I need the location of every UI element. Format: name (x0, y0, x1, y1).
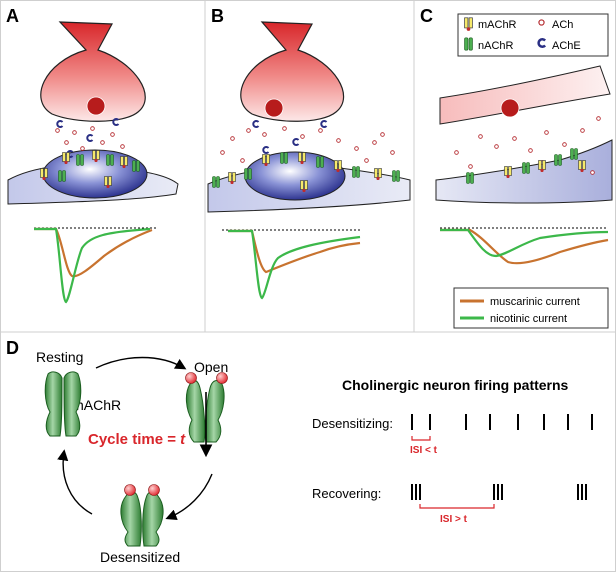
firing-patterns: Cholinergic neuron firing patterns Desen… (312, 377, 593, 525)
ach-legend-icon (538, 19, 545, 26)
panel-a-synapse (7, 21, 179, 304)
legend-ach: ACh (552, 19, 573, 31)
receptor-cycle: Resting Open Desensitized nAChR Cycle t (36, 349, 228, 565)
arrow-resting-to-open (95, 356, 187, 370)
muscarinic-trace-b (228, 229, 361, 274)
isi-greater-label: ISI > t (440, 514, 468, 525)
legend-muscarinic: muscarinic current (490, 296, 580, 308)
panel-label-c: C (420, 6, 433, 26)
muscarinic-trace-a (34, 227, 153, 278)
legend-machr: mAChR (478, 19, 517, 31)
desensitized-receptor (120, 484, 164, 547)
current-legend: muscarinic current nicotinic current (453, 287, 609, 329)
legend-ache: AChE (552, 40, 581, 52)
desensitizing-label: Desensitizing: (312, 416, 393, 431)
arrow-open-to-desensitized (165, 473, 213, 521)
nicotinic-trace-a (34, 227, 151, 304)
ach-bound-right-desensitized (148, 484, 160, 496)
panel-b-synapse (207, 21, 411, 300)
vesicle-cluster-c (500, 98, 520, 118)
panel-c-synapse (435, 65, 613, 265)
presynaptic-terminal-b (240, 21, 345, 122)
state-open-label: Open (194, 359, 228, 375)
firing-patterns-title: Cholinergic neuron firing patterns (342, 377, 569, 393)
state-resting-label: Resting (36, 349, 83, 365)
receptor-legend: mAChR ACh nAChR AChE (457, 13, 609, 57)
panel-label-b: B (211, 6, 224, 26)
soma-b (244, 151, 346, 201)
open-receptor (185, 372, 228, 443)
isi-less-label: ISI < t (410, 445, 438, 456)
legend-nicotinic: nicotinic current (490, 313, 567, 325)
presynaptic-axon-c (439, 65, 611, 125)
resting-receptor (44, 371, 82, 437)
ach-molecules-a (55, 126, 125, 151)
receptor-name-label: nAChR (76, 397, 121, 413)
recovering-spikes (411, 484, 587, 500)
ach-bound-left-open (185, 372, 197, 384)
ach-bound-right-open (216, 372, 228, 384)
legend-nachr: nAChR (478, 40, 514, 52)
isi-short-bracket (411, 436, 431, 441)
isi-long-bracket (419, 504, 495, 509)
recovering-label: Recovering: (312, 486, 381, 501)
vesicle-cluster-a (86, 96, 106, 116)
muscarinic-trace-c (440, 228, 609, 265)
nicotinic-trace-b (228, 229, 361, 300)
panel-label-a: A (6, 6, 19, 26)
vesicle-cluster-b (264, 98, 284, 118)
ach-bound-left-desensitized (124, 484, 136, 496)
presynaptic-terminal-a (40, 21, 146, 122)
nicotinic-trace-c (440, 228, 609, 258)
state-desensitized-label: Desensitized (100, 549, 180, 565)
desensitizing-spikes (411, 414, 593, 430)
panel-label-d: D (6, 338, 19, 358)
ache-molecules-b (252, 120, 328, 154)
cycle-time-label: Cycle time = t (88, 431, 186, 448)
arrow-desensitized-to-resting (57, 449, 93, 515)
